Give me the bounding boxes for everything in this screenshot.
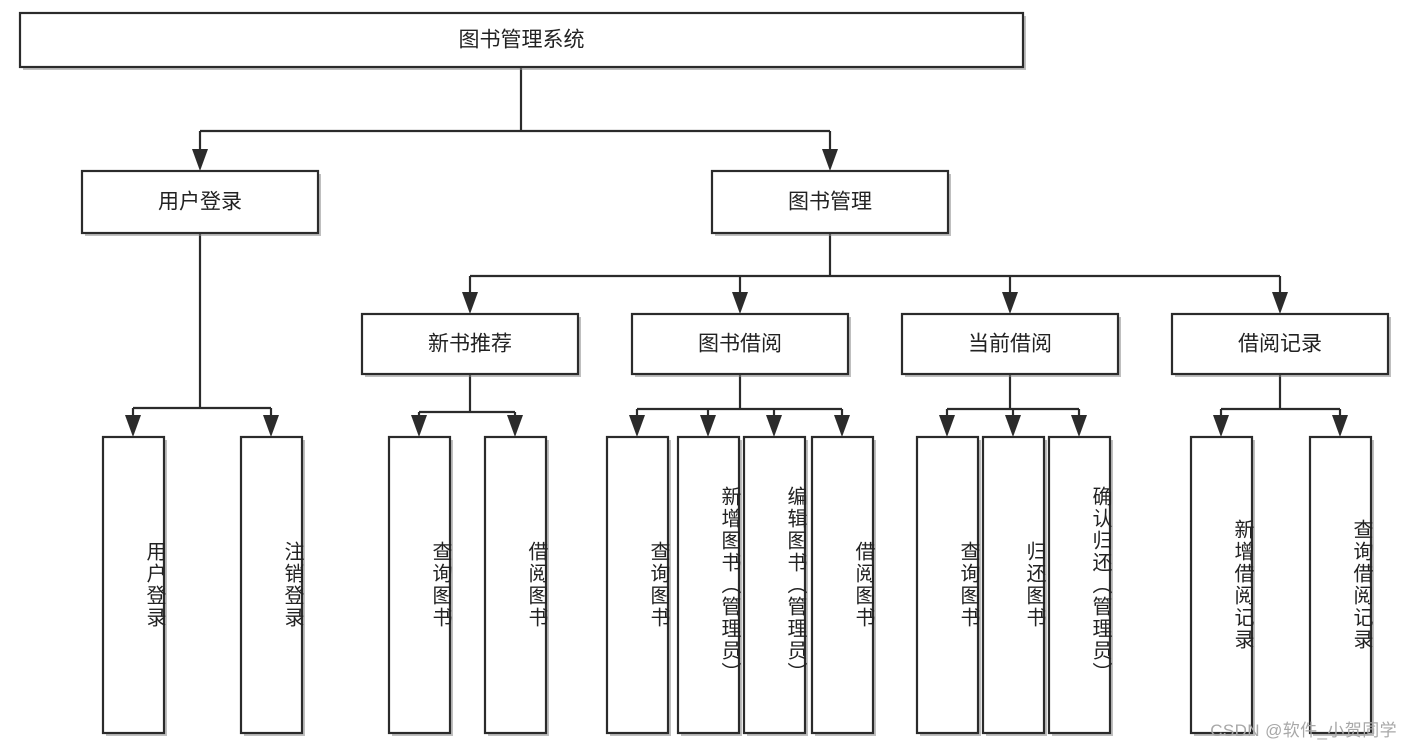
arrow-head-icon [700,415,716,437]
edges-layer [125,67,1348,437]
node-borrow-record-label: 借阅记录 [1238,333,1322,356]
node-leaf-query-book-3[interactable] [915,435,980,735]
arrow-head-icon [263,415,279,437]
arrow-head-icon [411,415,427,437]
arrow-head-icon [834,415,850,437]
node-current-borrow[interactable] [900,312,1120,376]
arrow-head-icon [1071,415,1087,437]
node-leaf-logout-login[interactable] [239,435,304,735]
arrow-head-icon [462,292,478,314]
node-leaf-borrow-book-2[interactable] [810,435,875,735]
arrow-head-icon [507,415,523,437]
node-current-borrow-label: 当前借阅 [968,333,1052,356]
node-new-book-rec-label: 新书推荐 [428,333,512,356]
arrow-head-icon [1272,292,1288,314]
arrow-head-icon [629,415,645,437]
arrow-head-icon [822,149,838,171]
node-user-login[interactable] [80,169,320,235]
node-user-login-label: 用户登录 [158,191,242,214]
arrow-head-icon [939,415,955,437]
csdn-watermark: CSDN @软件_小贺同学 [1210,721,1397,740]
arrow-head-icon [1005,415,1021,437]
node-leaf-query-borrow-record[interactable] [1308,435,1373,735]
node-book-borrow[interactable] [630,312,850,376]
node-borrow-record[interactable] [1170,312,1390,376]
arrow-head-icon [732,292,748,314]
node-book-manage[interactable] [710,169,950,235]
node-root[interactable] [18,11,1025,69]
boxes-layer [18,11,1391,736]
arrow-head-icon [192,149,208,171]
arrow-head-icon [1332,415,1348,437]
node-leaf-add-borrow-record[interactable] [1189,435,1254,735]
arrow-head-icon [1002,292,1018,314]
node-leaf-query-book-2[interactable] [605,435,670,735]
arrow-head-icon [125,415,141,437]
node-book-manage-label: 图书管理 [788,191,872,214]
node-leaf-query-book-1[interactable] [387,435,452,735]
node-leaf-confirm-return-admin[interactable] [1047,435,1112,735]
arrow-head-icon [1213,415,1229,437]
node-leaf-user-login[interactable] [101,435,166,735]
node-new-book-rec[interactable] [360,312,580,376]
node-leaf-return-book[interactable] [981,435,1046,735]
node-root-label: 图书管理系统 [459,29,585,52]
node-book-borrow-label: 图书借阅 [698,333,782,356]
node-leaf-edit-book-admin[interactable] [742,435,807,735]
node-leaf-borrow-book-1[interactable] [483,435,548,735]
node-leaf-add-book-admin[interactable] [676,435,741,735]
arrow-head-icon [766,415,782,437]
